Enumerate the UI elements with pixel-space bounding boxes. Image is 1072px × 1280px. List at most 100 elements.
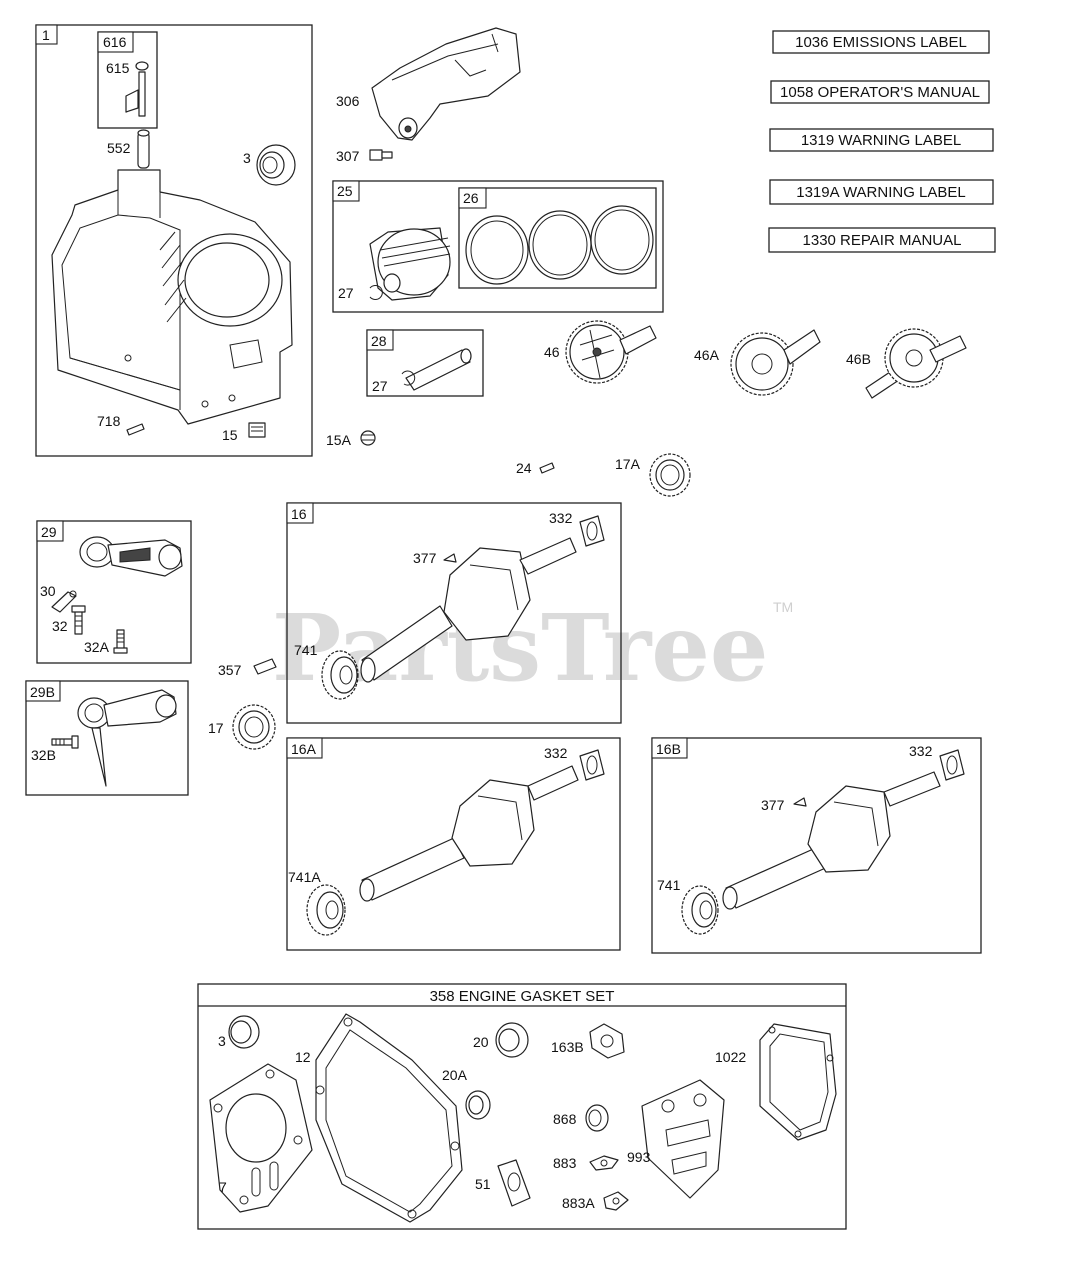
part-332-nut-a[interactable] (579, 515, 605, 547)
label-15a: 15A (326, 432, 352, 448)
group-1-tag-text: 1 (42, 27, 50, 43)
part-30-dipper[interactable] (51, 590, 77, 613)
part-307-screw[interactable] (369, 149, 393, 161)
group-16-box[interactable] (286, 502, 622, 724)
part-16a-crankshaft[interactable] (359, 765, 579, 902)
gasket-51[interactable] (497, 1159, 531, 1207)
gasket-set-box[interactable] (197, 983, 847, 1230)
gasket-868[interactable] (585, 1104, 609, 1132)
part-552-pin[interactable] (137, 129, 150, 169)
group-26-box[interactable] (458, 187, 657, 289)
part-15a-plug[interactable] (360, 430, 376, 446)
lit-box-1036[interactable] (772, 30, 990, 54)
group-25-tag-text: 25 (337, 183, 353, 199)
label-377-a: 377 (413, 550, 437, 566)
group-29-box[interactable] (36, 520, 192, 664)
part-377-key-a[interactable] (443, 553, 457, 563)
part-28-wrist-pin[interactable] (405, 348, 472, 391)
lit-box-1319a[interactable] (769, 179, 994, 205)
part-741-gear-b[interactable] (681, 885, 719, 935)
gasket-883[interactable] (589, 1155, 619, 1171)
label-32b: 32B (31, 747, 56, 763)
lit-box-1330[interactable] (768, 227, 996, 253)
gasket-label-20: 20 (473, 1034, 489, 1050)
part-27-clip-a[interactable] (369, 285, 383, 300)
group-16b-tag (651, 737, 688, 759)
part-32-bolt[interactable] (71, 605, 86, 635)
part-46a-camshaft[interactable] (730, 329, 821, 396)
label-718: 718 (97, 413, 121, 429)
gasket-label-51: 51 (475, 1176, 491, 1192)
group-16a-box[interactable] (286, 737, 621, 951)
group-1-box[interactable] (35, 24, 313, 457)
gasket-883a[interactable] (603, 1191, 629, 1211)
group-16-tag-text: 16 (291, 506, 307, 522)
lit-box-1058[interactable] (770, 80, 990, 104)
part-16-crankshaft[interactable] (360, 537, 577, 683)
part-29-connecting-rod[interactable] (79, 536, 183, 577)
part-46b-camshaft[interactable] (865, 328, 967, 399)
label-24: 24 (516, 460, 532, 476)
part-377-key-b[interactable] (793, 797, 807, 807)
group-28-box[interactable] (366, 329, 484, 397)
part-24-key[interactable] (539, 462, 555, 474)
label-27-b: 27 (372, 378, 388, 394)
label-46: 46 (544, 344, 560, 360)
label-377-b: 377 (761, 797, 785, 813)
label-741-b: 741 (657, 877, 681, 893)
lit-box-1319[interactable] (769, 128, 994, 152)
part-17a-bearing[interactable] (649, 453, 691, 497)
gasket-163b[interactable] (589, 1023, 625, 1059)
label-32a: 32A (84, 639, 110, 655)
part-32a-bolt[interactable] (113, 629, 128, 654)
gasket-20a-seal[interactable] (465, 1090, 491, 1120)
part-15-plug[interactable] (248, 422, 266, 438)
lit-1036: 1036 EMISSIONS LABEL (795, 34, 967, 51)
gasket-20-seal[interactable] (495, 1022, 529, 1058)
part-306-housing[interactable] (371, 27, 521, 141)
part-741a-gear[interactable] (306, 884, 346, 936)
part-615-shaft[interactable] (125, 61, 149, 117)
label-17: 17 (208, 720, 224, 736)
gasket-1022[interactable] (759, 1023, 837, 1141)
gasket-3-seal[interactable] (228, 1015, 260, 1049)
part-357-key[interactable] (253, 658, 277, 675)
part-718-pin[interactable] (126, 423, 145, 436)
label-17a: 17A (615, 456, 641, 472)
label-741-a: 741 (294, 642, 318, 658)
part-16b-crankshaft[interactable] (722, 771, 941, 910)
group-16a-tag-text: 16A (291, 741, 317, 757)
part-26-rings[interactable] (465, 205, 654, 285)
group-16b-tag-text: 16B (656, 741, 681, 757)
group-29b-tag-text: 29B (30, 684, 55, 700)
watermark-tm: TM (773, 599, 793, 615)
part-332-nut-c[interactable] (939, 749, 965, 781)
group-28-tag (366, 329, 394, 351)
part-cylinder-block[interactable] (51, 169, 293, 425)
part-29b-connecting-rod[interactable] (77, 689, 177, 787)
gasket-label-3: 3 (218, 1033, 226, 1049)
gasket-993[interactable] (641, 1079, 725, 1199)
part-741-gear-a[interactable] (321, 650, 359, 700)
part-27-clip-b[interactable] (401, 370, 416, 386)
group-26-tag (458, 187, 487, 209)
gasket-set-title: 358 ENGINE GASKET SET (430, 988, 615, 1005)
part-3-seal[interactable] (256, 144, 296, 186)
lit-1319a: 1319A WARNING LABEL (796, 184, 966, 201)
group-16-tag (286, 502, 314, 524)
gasket-7-head[interactable] (209, 1063, 313, 1213)
gasket-label-883a: 883A (562, 1195, 595, 1211)
group-29-tag-text: 29 (41, 524, 57, 540)
group-16b-box[interactable] (651, 737, 982, 954)
part-17-bearing[interactable] (232, 704, 276, 750)
label-552: 552 (107, 140, 131, 156)
part-32b-bolt[interactable] (51, 735, 79, 749)
group-29b-box[interactable] (25, 680, 189, 796)
group-25-box[interactable] (332, 180, 664, 313)
part-332-nut-b[interactable] (579, 749, 605, 781)
gasket-12-crankcase[interactable] (315, 1013, 463, 1223)
label-306: 306 (336, 93, 360, 109)
part-25-piston[interactable] (369, 227, 451, 301)
part-46-camshaft[interactable] (565, 320, 657, 384)
